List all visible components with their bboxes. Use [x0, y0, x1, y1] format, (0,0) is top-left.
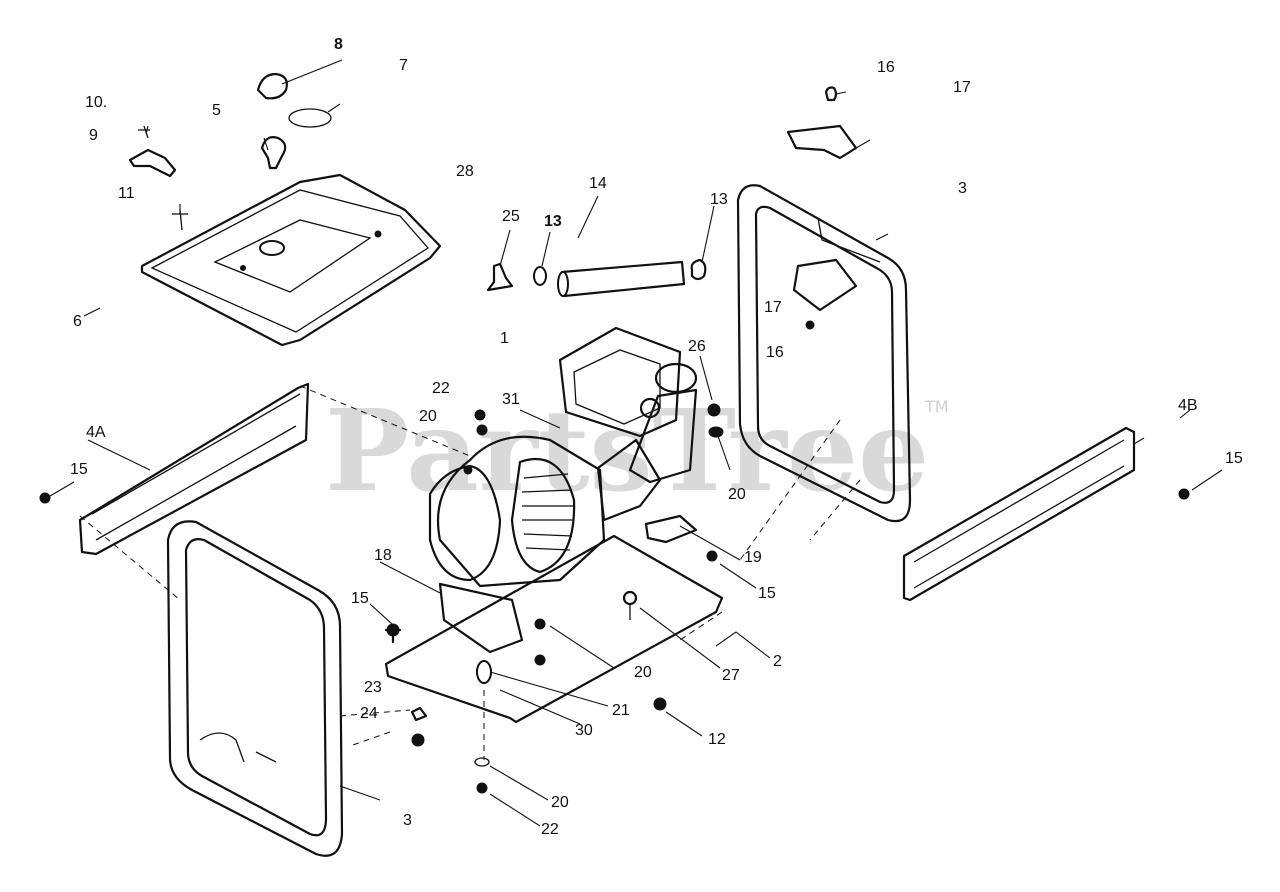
fuel-cap-parts — [128, 72, 332, 231]
frame-left — [166, 520, 344, 857]
callout-18: 18 — [374, 547, 392, 564]
frame-right — [736, 184, 912, 523]
callout-13b: 13 — [710, 191, 728, 208]
callout-16b: 16 — [766, 344, 784, 361]
callout-6: 6 — [73, 313, 82, 330]
callout-12: 12 — [708, 731, 726, 748]
callout-21: 21 — [612, 702, 630, 719]
callout-22a: 22 — [432, 380, 450, 397]
callout-4b: 4B — [1178, 397, 1198, 414]
callout-4a: 4A — [86, 424, 106, 441]
callout-15b: 15 — [1225, 450, 1243, 467]
callout-20a: 20 — [419, 408, 437, 425]
rail-4a — [39, 382, 310, 556]
callout-1: 1 — [500, 330, 509, 347]
callout-28: 28 — [456, 163, 474, 180]
handle-assembly — [486, 258, 707, 298]
callout-2: 2 — [773, 653, 782, 670]
callout-31: 31 — [502, 391, 520, 408]
callout-15a: 15 — [70, 461, 88, 478]
rail-4b — [902, 426, 1190, 602]
watermark-text: PartsTree — [325, 386, 929, 517]
callout-17a: 17 — [953, 79, 971, 96]
callout-22b: 22 — [541, 821, 559, 838]
callout-7: 7 — [399, 57, 408, 74]
callout-20b: 20 — [728, 486, 746, 503]
callout-15d: 15 — [351, 590, 369, 607]
callout-20c: 20 — [634, 664, 652, 681]
hardware — [384, 403, 724, 794]
callout-11: 11 — [118, 185, 135, 202]
bracket-17-16 — [786, 86, 858, 160]
watermark-tm: TM — [924, 397, 949, 416]
callout-14: 14 — [589, 175, 607, 192]
callout-20d: 20 — [551, 794, 569, 811]
callout-8: 8 — [334, 36, 343, 53]
callout-15c: 15 — [758, 585, 776, 602]
callout-16a: 16 — [877, 59, 895, 76]
callout-3b: 3 — [403, 812, 412, 829]
base-plate — [384, 534, 724, 724]
fuel-tank — [140, 173, 442, 347]
callout-26: 26 — [688, 338, 706, 355]
callout-5: 5 — [212, 102, 221, 119]
callout-13a: 13 — [544, 213, 562, 230]
callout-30: 30 — [575, 722, 593, 739]
engine-generator — [428, 326, 698, 588]
callout-9: 9 — [89, 127, 98, 144]
leader-lines — [49, 59, 1223, 827]
callout-23: 23 — [364, 679, 382, 696]
callout-27: 27 — [722, 667, 740, 684]
callout-3a: 3 — [958, 180, 967, 197]
callout-24: 24 — [360, 705, 378, 722]
callout-25: 25 — [502, 208, 520, 225]
callout-19: 19 — [744, 549, 762, 566]
callout-10: 10. — [85, 94, 108, 111]
callout-17b: 17 — [764, 299, 782, 316]
